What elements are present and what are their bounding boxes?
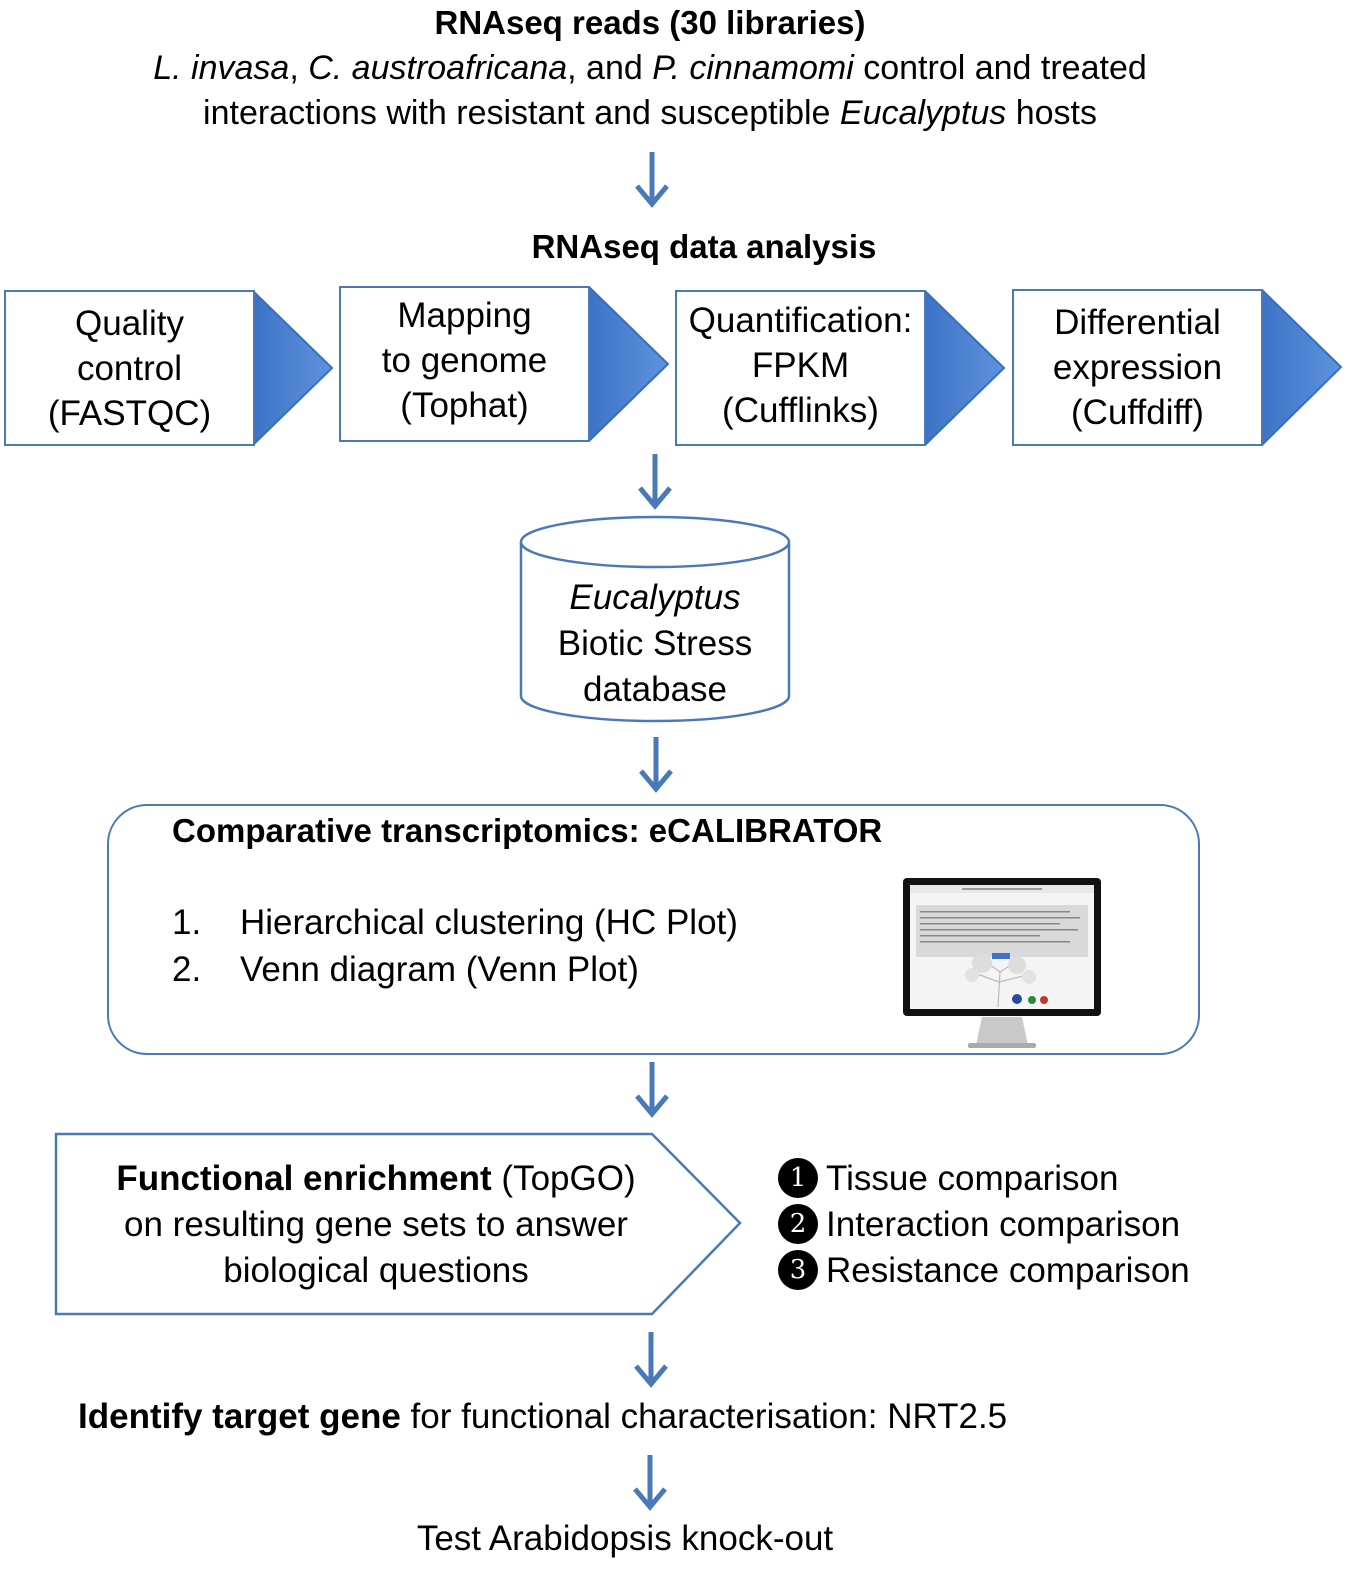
list-item: 2.Venn diagram (Venn Plot) (172, 950, 639, 989)
database-cylinder-icon (519, 515, 791, 723)
number-badge-icon: 1 (778, 1157, 818, 1198)
comparative-box (107, 804, 1200, 1055)
enrichment-box (54, 1132, 742, 1316)
final-step-text: Test Arabidopsis knock-out (416, 1519, 834, 1558)
database-label: Eucalyptus Biotic Stress database (557, 578, 753, 709)
target-gene-text: Identify target gene for functional char… (78, 1397, 1008, 1436)
down-arrow-icon (638, 454, 672, 510)
chevron-arrow-icon (924, 290, 1006, 446)
down-arrow-icon (633, 1455, 667, 1511)
chevron-arrow-icon (252, 290, 334, 446)
down-arrow-icon (635, 152, 669, 208)
down-arrow-icon (634, 1332, 668, 1388)
down-arrow-icon (635, 1062, 669, 1118)
number-badge-icon: 2 (778, 1203, 818, 1244)
header-line-1: L. invasa, C. austroafricana, and P. cin… (153, 49, 1147, 87)
enrichment-text: Functional enrichment (TopGO) on resulti… (116, 1159, 636, 1290)
down-arrow-icon (639, 737, 673, 793)
chevron-arrow-icon (588, 286, 670, 442)
header-line-2: interactions with resistant and suscepti… (203, 94, 1097, 132)
list-item: 1.Hierarchical clustering (HC Plot) (172, 903, 738, 942)
number-badge-icon: 3 (778, 1249, 818, 1290)
step-quantification: Quantification:FPKM(Cufflinks) (675, 290, 926, 446)
comparative-title: Comparative transcriptomics: eCALIBRATOR (172, 812, 883, 849)
analysis-title: RNAseq data analysis (531, 228, 877, 265)
monitor-screenshot-icon (903, 878, 1101, 1048)
header-title: RNAseq reads (30 libraries) (434, 4, 866, 41)
chevron-arrow-icon (1261, 289, 1343, 446)
